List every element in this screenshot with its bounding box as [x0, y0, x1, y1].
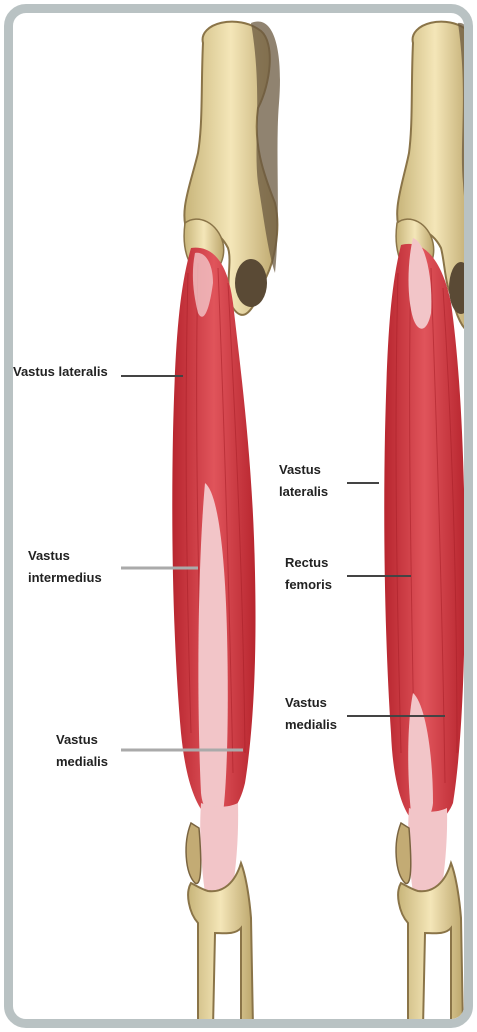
label-text: Vastus lateralis — [13, 364, 108, 379]
right-femoral-condyle — [396, 823, 411, 883]
left-femoral-condyle — [186, 823, 201, 883]
label-line: Vastus — [285, 692, 337, 714]
label-line: femoris — [285, 574, 332, 596]
label-left-vastus-lateralis: Vastus lateralis — [13, 361, 108, 383]
label-line: Rectus — [285, 552, 332, 574]
right-thigh-figure — [384, 22, 473, 1028]
label-line: intermedius — [28, 567, 102, 589]
label-line: Vastus — [279, 459, 328, 481]
label-line: Vastus — [28, 545, 102, 567]
label-right-vastus-medialis: Vastus medialis — [285, 692, 337, 736]
label-line: medialis — [285, 714, 337, 736]
image-frame: Vastus lateralis Vastus intermedius Vast… — [4, 4, 473, 1028]
label-line: Vastus — [56, 729, 108, 751]
label-left-vastus-medialis: Vastus medialis — [56, 729, 108, 773]
label-line: lateralis — [279, 481, 328, 503]
left-obturator-hole — [235, 259, 267, 307]
quadriceps-illustration — [13, 13, 473, 1028]
right-obturator-hole — [449, 262, 473, 314]
label-left-vastus-intermedius: Vastus intermedius — [28, 545, 102, 589]
label-line: medialis — [56, 751, 108, 773]
label-right-rectus-femoris: Rectus femoris — [285, 552, 332, 596]
label-right-vastus-lateralis: Vastus lateralis — [279, 459, 328, 503]
left-thigh-figure — [172, 21, 280, 1028]
